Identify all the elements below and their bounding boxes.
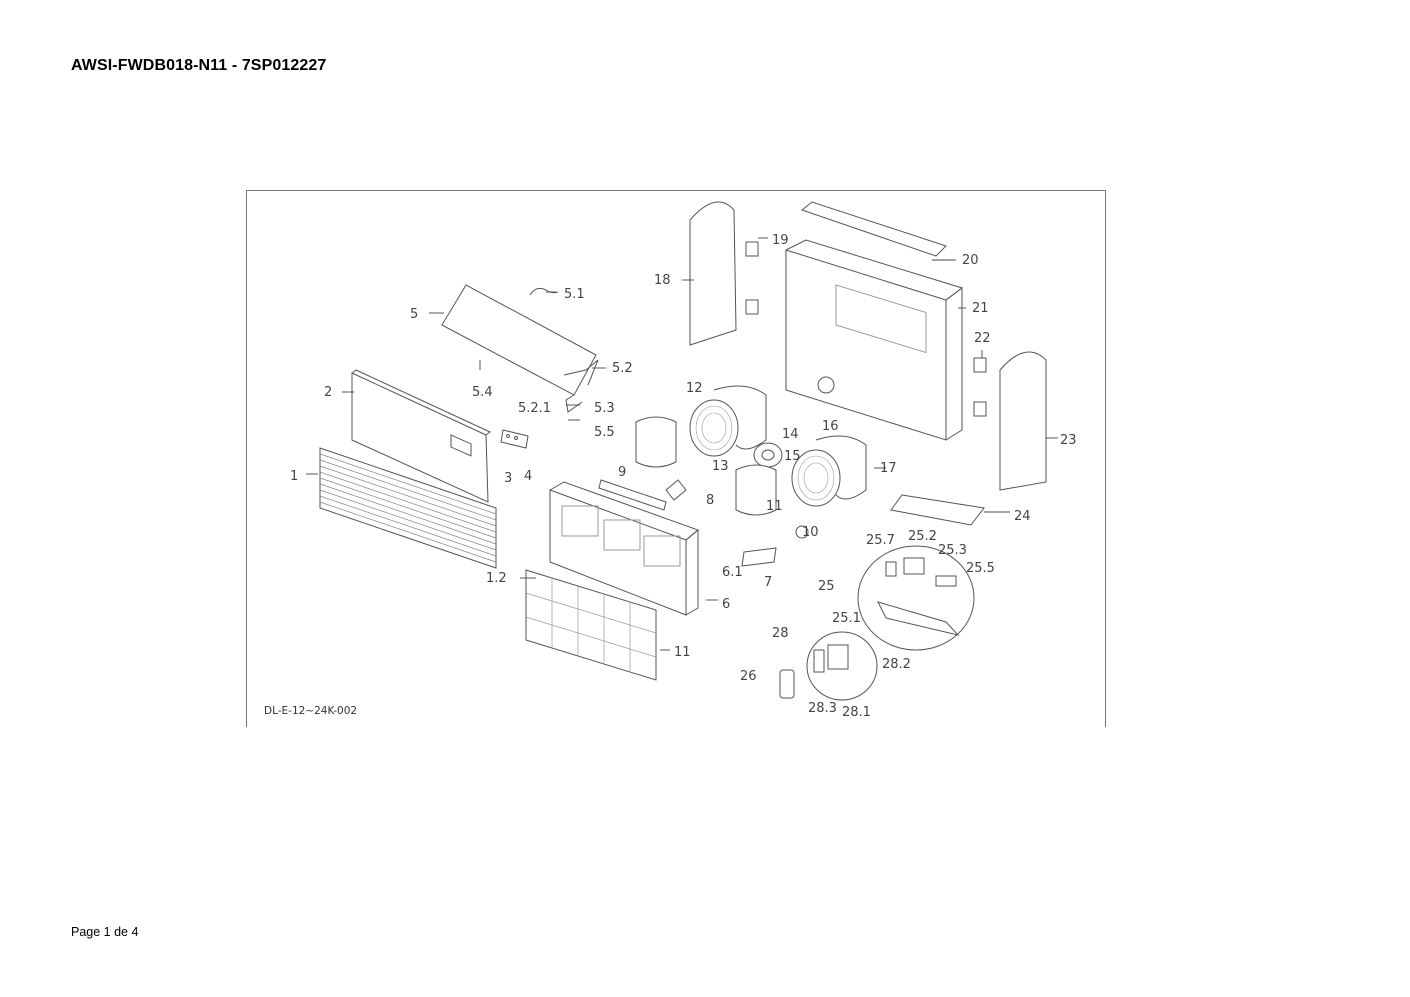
exploded-parts-diagram: 1 1.2 2 3 4 5 5.1 5.2 5.2.1 5.3 5.4 5.5 …	[246, 190, 1106, 730]
left-side-panel-part	[689, 201, 737, 346]
clamp-part	[665, 479, 687, 501]
callout-label: 8	[706, 493, 714, 508]
callout-label: 5.2.1	[518, 401, 551, 416]
main-chassis-part	[785, 239, 964, 441]
callout-label: 7	[764, 575, 772, 590]
wire-part	[529, 287, 559, 296]
bracket-part	[741, 547, 777, 567]
callout-label: 28.3	[808, 701, 837, 716]
callout-label: 2	[324, 385, 332, 400]
callout-label: 16	[822, 419, 839, 434]
callout-label: 14	[782, 427, 799, 442]
callout-label: 17	[880, 461, 897, 476]
clip-part	[973, 357, 987, 373]
clip-part	[745, 241, 759, 257]
callout-label: 20	[962, 253, 979, 268]
callout-label: 5.3	[594, 401, 615, 416]
callout-label: 15	[784, 449, 801, 464]
callout-label: 6.1	[722, 565, 743, 580]
callout-label: 9	[618, 465, 626, 480]
callout-label: 28.1	[842, 705, 871, 720]
callout-label: 3	[504, 471, 512, 486]
callout-label: 26	[740, 669, 757, 684]
callout-label: 23	[1060, 433, 1077, 448]
right-side-panel-part	[999, 351, 1047, 491]
remote-control-part	[779, 669, 795, 699]
document-title: AWSI-FWDB018-N11 - 7SP012227	[71, 57, 327, 74]
callout-label: 22	[974, 331, 991, 346]
callout-label: 25	[818, 579, 835, 594]
drawing-code: DL-E-12~24K-002	[264, 705, 357, 717]
callout-label: 5.5	[594, 425, 615, 440]
chassis-frame-part	[549, 481, 699, 616]
callout-numbers: 1 1.2 2 3 4 5 5.1 5.2 5.2.1 5.3 5.4 5.5 …	[290, 233, 1077, 720]
drain-tray-part	[890, 494, 985, 526]
bearing-part	[795, 525, 809, 539]
callout-label: 25.1	[832, 611, 861, 626]
callout-label: 12	[686, 381, 703, 396]
callout-label: 25.5	[966, 561, 995, 576]
callout-label: 6	[722, 597, 730, 612]
sensor-box-detail	[806, 631, 878, 701]
bracket-part	[598, 479, 667, 511]
callout-label: 28.2	[882, 657, 911, 672]
callout-label: 21	[972, 301, 989, 316]
fan-motor-part	[753, 442, 783, 468]
callout-label: 4	[524, 469, 532, 484]
callout-label: 24	[1014, 509, 1031, 524]
clip-part	[745, 299, 759, 315]
callout-label: 5.2	[612, 361, 633, 376]
clip-part	[973, 401, 987, 417]
callout-label: 5.1	[564, 287, 585, 302]
electrical-box-detail	[857, 545, 975, 651]
callout-label: 25.7	[866, 533, 895, 548]
top-cover-part	[441, 284, 599, 413]
callout-label: 10	[802, 525, 819, 540]
callout-label: 13	[712, 459, 729, 474]
callout-label: 5	[410, 307, 418, 322]
callout-label: 11	[766, 499, 783, 514]
callout-label: 1	[290, 469, 298, 484]
display-board-part	[500, 429, 529, 449]
callout-label: 5.4	[472, 385, 493, 400]
callout-label: 25.2	[908, 529, 937, 544]
fan-assembly-right	[735, 435, 867, 516]
fan-assembly-left	[635, 385, 767, 468]
front-grille-part	[319, 447, 497, 569]
callout-label: 11	[674, 645, 691, 660]
top-strip-part	[800, 201, 947, 257]
page-number: Page 1 de 4	[71, 925, 139, 939]
callout-label: 19	[772, 233, 789, 248]
callout-label: 1.2	[486, 571, 507, 586]
air-filter-part	[525, 569, 657, 681]
leader-lines	[306, 237, 1058, 651]
callout-label: 28	[772, 626, 789, 641]
callout-label: 18	[654, 273, 671, 288]
front-panel-part	[351, 369, 491, 503]
callout-label: 25.3	[938, 543, 967, 558]
